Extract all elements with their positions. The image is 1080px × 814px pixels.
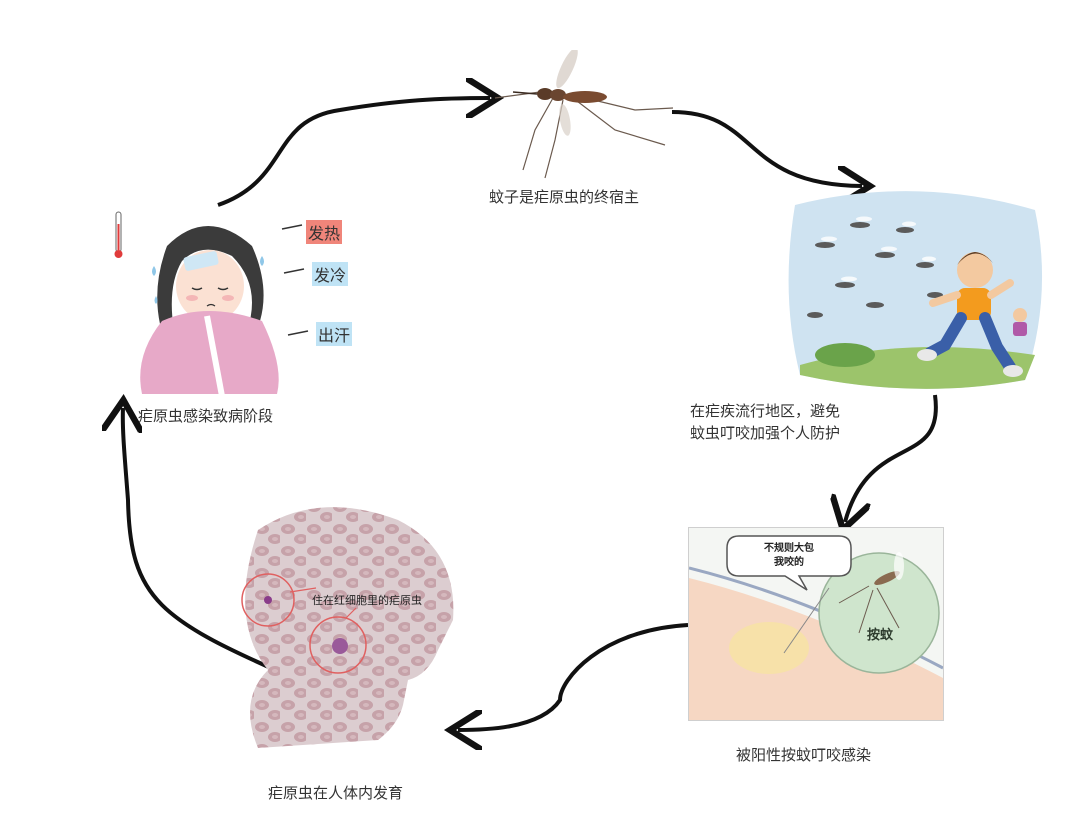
protection-scene-illustration	[788, 191, 1043, 389]
protection-caption-line1: 在疟疾流行地区，避免	[690, 402, 841, 420]
parasite-in-rbc-label: 住在红细胞里的疟原虫	[312, 595, 422, 607]
blood-cell-silhouette	[241, 507, 454, 749]
symptom-fever: 发热	[306, 220, 343, 244]
arrow-to-mosquito	[217, 98, 490, 207]
speech-bubble-line2: 我咬的	[774, 557, 804, 568]
symptom-sweating: 出汗	[316, 322, 353, 346]
arrow-to-protection	[671, 110, 862, 186]
speech-bubble-line1: 不规则大包	[764, 543, 814, 554]
development-caption: 疟原虫在人体内发育	[268, 784, 404, 802]
symptom-chills: 发冷	[312, 262, 349, 286]
bite-caption: 被阳性按蚊叮咬感染	[736, 746, 872, 764]
arrow-to-symptom	[123, 408, 299, 682]
symptom-stage-caption: 疟原虫感染致病阶段	[138, 407, 274, 425]
arrow-to-bite	[845, 394, 938, 522]
protection-caption-line2: 蚊虫叮咬加强个人防护	[690, 424, 841, 442]
mosquito-illustration	[495, 50, 674, 179]
bite-panel: 不规则大包 我咬的 按蚊	[688, 527, 944, 721]
sick-girl-illustration	[114, 211, 279, 396]
anopheles-label: 按蚊	[867, 627, 894, 642]
symptom-dashes	[281, 224, 309, 336]
mosquito-host-caption: 蚊子是疟原虫的终宿主	[489, 188, 640, 206]
arrow-to-development	[458, 623, 689, 730]
